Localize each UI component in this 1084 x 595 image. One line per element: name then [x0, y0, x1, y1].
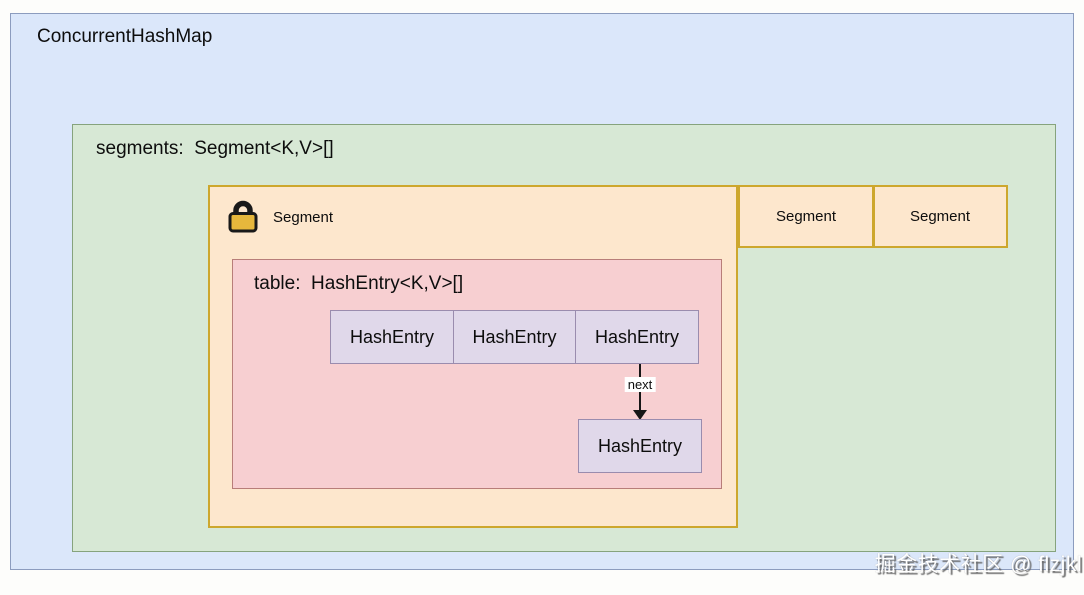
hashentry-cell-3: HashEntry [575, 310, 699, 364]
segment-2-label: Segment [775, 208, 837, 225]
hashentry-table-label: table: HashEntry<K,V>[] [254, 273, 464, 294]
next-arrow-head [633, 410, 647, 420]
segments-array-label: segments: Segment<K,V>[] [96, 138, 334, 159]
segment-3-label: Segment [909, 208, 971, 225]
hashentry-cell-2-label: HashEntry [472, 326, 557, 347]
next-pointer-label: next [624, 377, 656, 392]
hashentry-linked-node: HashEntry [578, 419, 702, 473]
segment-box-3: Segment [872, 185, 1008, 248]
segment-box-2: Segment [738, 185, 874, 248]
hashentry-cell-3-label: HashEntry [594, 326, 680, 347]
concurrent-hashmap-title: ConcurrentHashMap [37, 26, 213, 47]
lock-icon [228, 200, 258, 233]
hashentry-cell-1: HashEntry [330, 310, 454, 364]
hashentry-cell-2: HashEntry [452, 310, 577, 364]
segment-main-label: Segment [273, 209, 334, 226]
watermark: 掘金技术社区 @ flzjkl [874, 553, 1082, 576]
hashentry-linked-node-label: HashEntry [597, 435, 683, 456]
hashentry-cell-1-label: HashEntry [349, 326, 435, 347]
hashentry-array-row: HashEntry HashEntry HashEntry [330, 310, 699, 364]
